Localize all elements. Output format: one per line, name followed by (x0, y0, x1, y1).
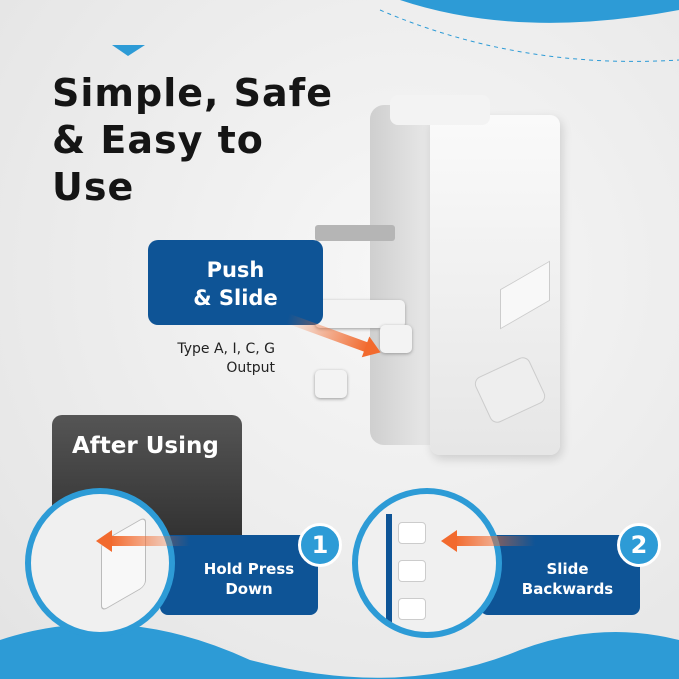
step-1-label: Hold Press Down (160, 535, 318, 615)
headline: Simple, Safe & Easy to Use (52, 71, 333, 209)
slider (315, 225, 395, 241)
step-2-closeup (352, 488, 502, 638)
step-1-badge: 1 (298, 523, 342, 567)
slider-tab (315, 300, 405, 328)
arrow-icon (96, 530, 190, 552)
push-slide-label: Push & Slide (148, 240, 323, 325)
output-types: Type A, I, C, G Output (177, 341, 275, 376)
step-1-closeup (25, 488, 175, 638)
triangle-marker (112, 45, 145, 56)
step-2-label: Slide Backwards (480, 535, 640, 615)
slider-tab (380, 325, 412, 353)
slider-tab (315, 370, 347, 398)
travel-adapter-image (370, 95, 565, 460)
step-2-badge: 2 (617, 523, 661, 567)
arrow-icon (441, 530, 535, 552)
